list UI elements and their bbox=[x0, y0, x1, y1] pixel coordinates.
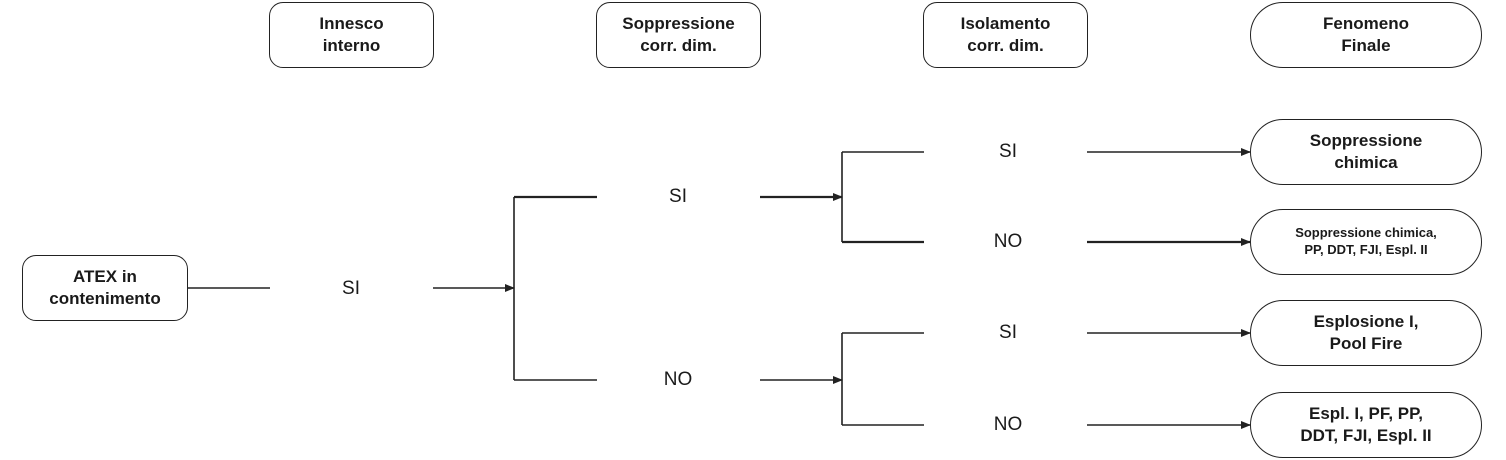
label-isolamento-1-si: SI bbox=[999, 141, 1017, 162]
label-isolamento-1-no: NO bbox=[993, 231, 1023, 252]
label-isolamento-2-no: NO bbox=[993, 414, 1023, 435]
label-soppressione-no: NO bbox=[663, 369, 693, 390]
outcome-espl-pf-pp-ddt: Espl. I, PF, PP,DDT, FJI, Espl. II bbox=[1250, 392, 1482, 458]
outcome-esplosione-pool-fire: Esplosione I,Pool Fire bbox=[1250, 300, 1482, 366]
label-isolamento-2-si: SI bbox=[999, 322, 1017, 343]
label-soppressione-si: SI bbox=[669, 186, 687, 207]
outcome-soppressione-pp-ddt-fji: Soppressione chimica,PP, DDT, FJI, Espl.… bbox=[1250, 209, 1482, 275]
label-innesco-si: SI bbox=[342, 278, 360, 299]
